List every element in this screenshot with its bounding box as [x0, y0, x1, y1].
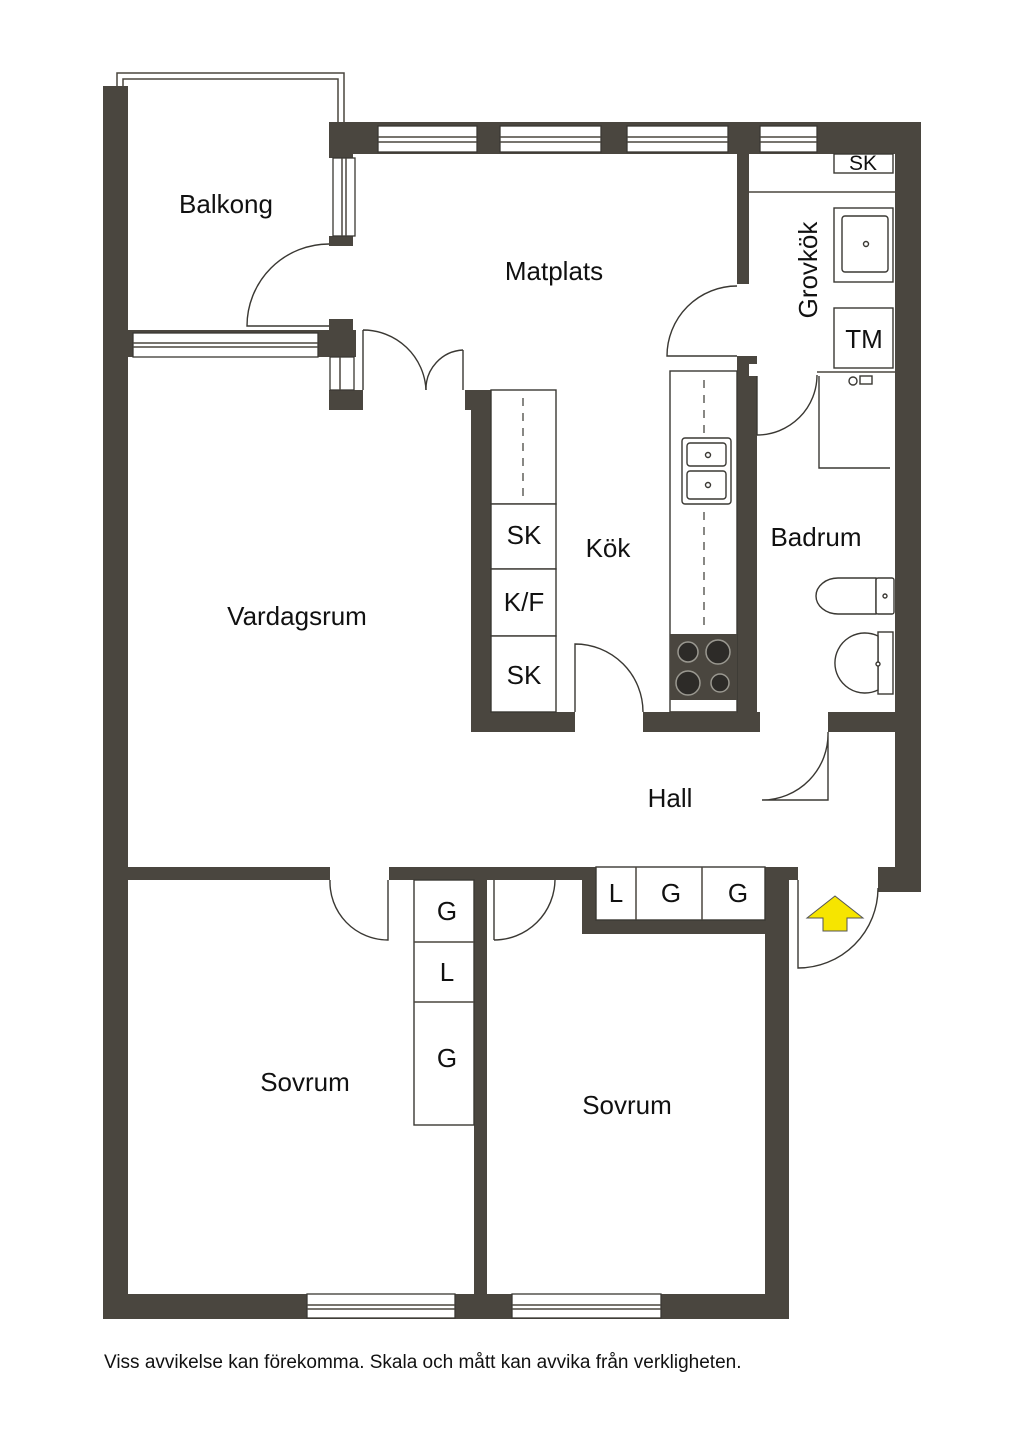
label-sovrum-g-top: G [437, 896, 457, 926]
room-label-hall: Hall [648, 783, 693, 813]
fixture-labels: SK TM SK K/F SK L G G G L G [437, 152, 883, 1073]
label-sovrum-l: L [440, 957, 454, 987]
room-labels: Balkong Matplats Grovkök Vardagsrum Kök … [179, 189, 862, 1120]
label-hall-l: L [609, 878, 623, 908]
room-label-badrum: Badrum [770, 522, 861, 552]
label-grovkok-sk: SK [849, 152, 877, 175]
room-label-sovrum-left: Sovrum [260, 1067, 350, 1097]
windows [132, 125, 818, 1319]
label-kok-kf: K/F [504, 587, 544, 617]
label-kok-sk-top: SK [507, 520, 542, 550]
label-hall-g1: G [661, 878, 681, 908]
room-label-balkong: Balkong [179, 189, 273, 219]
label-kok-sk-bottom: SK [507, 660, 542, 690]
room-label-matplats: Matplats [505, 256, 603, 286]
label-grovkok-tm: TM [845, 324, 883, 354]
label-sovrum-g-bottom: G [437, 1043, 457, 1073]
disclaimer-text: Viss avvikelse kan förekomma. Skala och … [104, 1352, 742, 1373]
room-label-sovrum-right: Sovrum [582, 1090, 672, 1120]
walls [103, 86, 921, 1319]
doors [246, 243, 879, 969]
balcony-railing [116, 72, 345, 128]
bathroom-fixtures [815, 371, 895, 695]
room-label-vardagsrum: Vardagsrum [227, 601, 367, 631]
entrance-arrow-icon [805, 895, 865, 932]
grovkok-fixtures [749, 153, 895, 369]
kitchen-cabinets [490, 389, 557, 713]
label-hall-g2: G [728, 878, 748, 908]
room-label-kok: Kök [586, 533, 632, 563]
kitchen-counter [669, 370, 738, 713]
room-label-grovkok: Grovkök [793, 221, 823, 319]
wardrobes [413, 866, 766, 1126]
